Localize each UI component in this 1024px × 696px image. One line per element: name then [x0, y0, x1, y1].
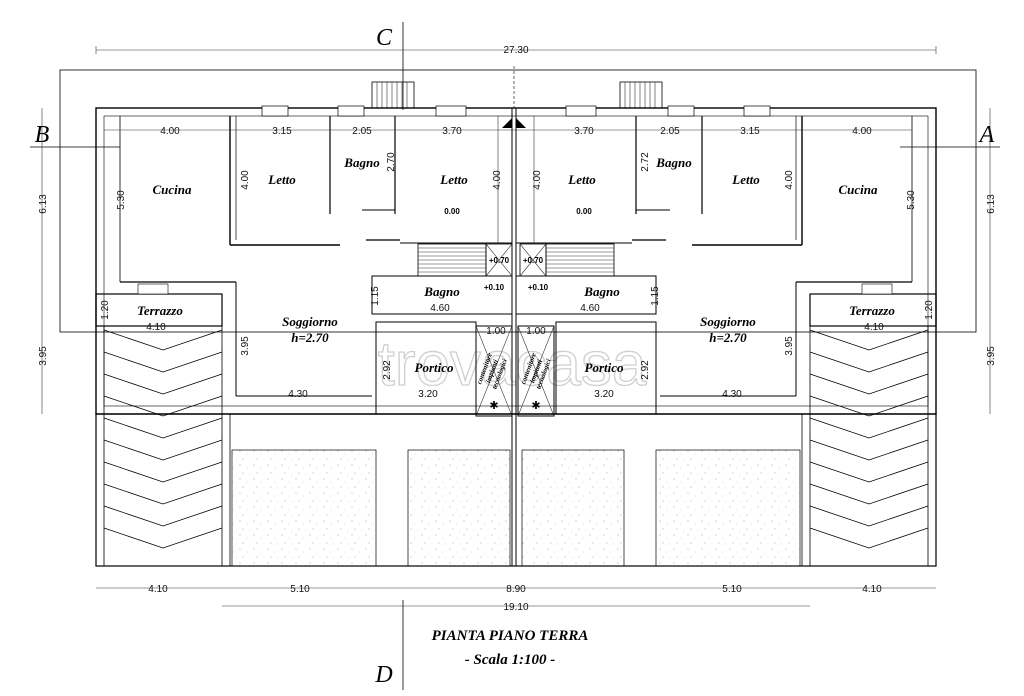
stair-arrow-left [502, 118, 512, 128]
vent-right [619, 81, 663, 109]
room-cucina-right: Cucina [838, 182, 878, 197]
level-labels: 0.00 0.00 +0.70 +0.70 +0.10 +0.10 [444, 207, 592, 292]
dim-top-left-3: 3.70 [442, 126, 462, 137]
level-landing-right: +0.70 [523, 256, 544, 265]
dim-side-lower-right: 3.95 [986, 346, 997, 366]
dim-bottom-4: 4.10 [862, 584, 882, 595]
ramp-right-chevrons [809, 325, 929, 567]
dim-side-lower-left: 3.95 [38, 346, 49, 366]
top-windows [261, 105, 771, 117]
dim-top-right-2: 3.15 [740, 126, 760, 137]
room-terrazzo-left: Terrazzo [137, 303, 183, 318]
left-unit-walls [95, 116, 513, 417]
paving-areas [231, 449, 801, 567]
dim-top-left-2: 2.05 [352, 126, 372, 137]
vertical-dimensions: 6.13 3.95 6.13 3.95 5.30 5.30 4.00 4.00 … [38, 108, 997, 414]
room-letto-2: Letto [439, 172, 468, 187]
horizontal-interior-dims: 4.10 4.10 4.60 4.60 1.00 1.00 3.20 3.20 … [146, 303, 884, 400]
lower-area-outline [95, 413, 937, 567]
room-portico-left: Portico [415, 360, 454, 375]
ramp-left-chevrons [103, 325, 223, 567]
room-soggiorno-height-right: h=2.70 [709, 330, 747, 345]
stair-arrow-right [516, 118, 526, 128]
dim-bagno-left: 2.70 [386, 152, 397, 172]
dim-soggiorno-left: 3.95 [240, 336, 251, 356]
dim-letto-a: 4.00 [240, 170, 251, 190]
section-marker-top: C [376, 25, 393, 51]
dim-bagno-small-left: 1.15 [370, 286, 381, 306]
room-soggiorno-height-left: h=2.70 [291, 330, 329, 345]
dim-bottom-total: 19.10 [503, 602, 528, 613]
room-letto-3: Letto [567, 172, 596, 187]
room-terrazzo-right: Terrazzo [849, 303, 895, 318]
dim-letto-d: 4.00 [784, 170, 795, 190]
bottom-dimensions: 4.10 5.10 8.90 5.10 4.10 19.10 [96, 584, 936, 613]
dim-terrazzo-depth-left: 1.20 [100, 300, 111, 320]
room-soggiorno-right: Soggiorno [700, 314, 756, 329]
dim-top-left-1: 3.15 [272, 126, 292, 137]
dim-portico-width-right: 3.20 [594, 389, 614, 400]
dim-bottom-0: 4.10 [148, 584, 168, 595]
dim-portico-left: 2.92 [382, 360, 393, 380]
overall-dimension-line [95, 46, 937, 54]
drawing-title: PIANTA PIANO TERRA [432, 628, 589, 644]
room-portico-right: Portico [585, 360, 624, 375]
room-soggiorno-left: Soggiorno [282, 314, 338, 329]
vent-left [371, 81, 415, 109]
dim-top-left-0: 4.00 [160, 126, 180, 137]
level-letto-right: 0.00 [576, 207, 592, 216]
dim-bagno-small-width-right: 4.60 [580, 303, 600, 314]
top-dimension-row: 4.00 3.15 2.05 3.70 3.70 2.05 3.15 4.00 [104, 126, 912, 137]
dim-terrazzo-depth-right: 1.20 [924, 300, 935, 320]
level-bagno-left: +0.10 [484, 283, 505, 292]
section-marker-bottom: D [374, 662, 392, 688]
room-bagno-1: Bagno [343, 155, 380, 170]
room-bagno-4: Bagno [583, 284, 620, 299]
dim-letto-b: 4.00 [492, 170, 503, 190]
dim-bagno-small-width-left: 4.60 [430, 303, 450, 314]
tech-star-right: ✱ [531, 399, 540, 412]
right-unit-walls [515, 116, 937, 417]
dim-tech-width-left: 1.00 [486, 326, 506, 337]
dim-terrazzo-width-right: 4.10 [864, 322, 884, 333]
dim-portico-width-left: 3.20 [418, 389, 438, 400]
dim-bottom-2: 8.90 [506, 584, 526, 595]
dim-top-right-1: 2.05 [660, 126, 680, 137]
dim-tech-width-right: 1.00 [526, 326, 546, 337]
dim-side-upper-left: 6.13 [38, 194, 49, 214]
roof-outline [59, 69, 977, 333]
drawing-scale: - Scala 1:100 - [465, 652, 555, 668]
dim-portico-right: 2.92 [640, 360, 651, 380]
dim-cucina-right: 5.30 [906, 190, 917, 210]
dim-soggiorno-width-right: 4.30 [722, 389, 742, 400]
dim-bottom-3: 5.10 [722, 584, 742, 595]
room-bagno-2: Bagno [655, 155, 692, 170]
dim-terrazzo-width-left: 4.10 [146, 322, 166, 333]
level-letto-left: 0.00 [444, 207, 460, 216]
dim-letto-c: 4.00 [532, 170, 543, 190]
level-landing-left: +0.70 [489, 256, 510, 265]
room-letto-4: Letto [731, 172, 760, 187]
dim-bagno-small-right: 1.15 [650, 286, 661, 306]
dim-side-upper-right: 6.13 [986, 194, 997, 214]
dim-bagno-right: 2.72 [640, 152, 651, 172]
section-marker-right: A [978, 122, 995, 148]
overall-width-label: 27.30 [503, 45, 528, 56]
dim-bottom-1: 5.10 [290, 584, 310, 595]
dim-soggiorno-width-left: 4.30 [288, 389, 308, 400]
tech-star-left: ✱ [489, 399, 498, 412]
room-cucina-left: Cucina [152, 182, 192, 197]
dim-top-right-0: 3.70 [574, 126, 594, 137]
room-bagno-3: Bagno [423, 284, 460, 299]
dim-top-right-3: 4.00 [852, 126, 872, 137]
room-letto-1: Letto [267, 172, 296, 187]
room-labels: Cucina Cucina Letto Letto Letto Letto Ba… [137, 155, 895, 375]
dim-cucina-left: 5.30 [116, 190, 127, 210]
dim-soggiorno-right: 3.95 [784, 336, 795, 356]
level-bagno-right: +0.10 [528, 283, 549, 292]
